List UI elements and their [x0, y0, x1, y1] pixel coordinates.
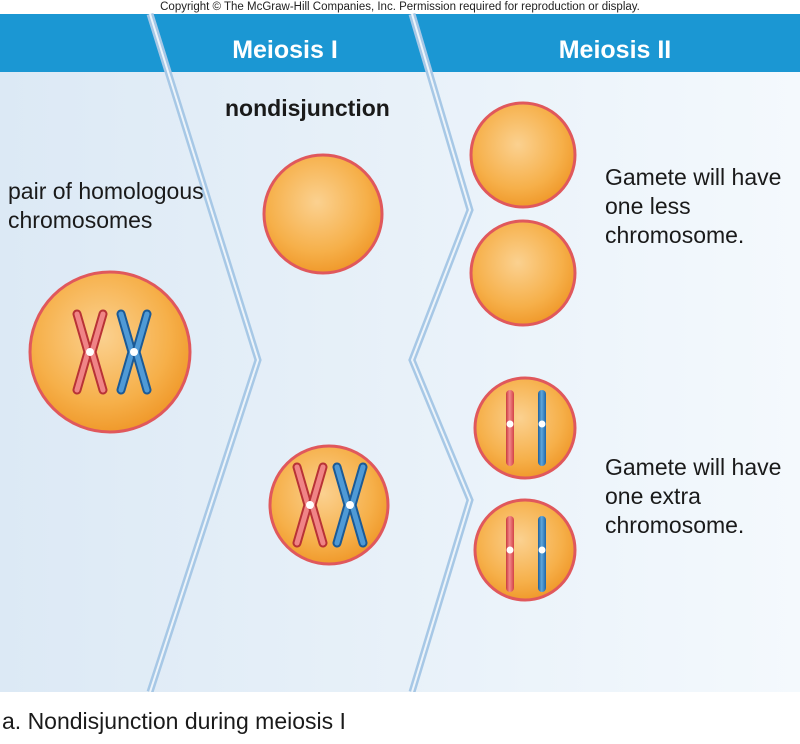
- red-chromatid: [506, 390, 514, 466]
- gamete-less-label: Gamete will have one less chromosome.: [605, 164, 782, 248]
- parent-cell: [28, 270, 192, 434]
- copyright-notice: Copyright © The McGraw-Hill Companies, I…: [160, 1, 640, 13]
- figure-caption: a. Nondisjunction during meiosis I: [2, 708, 346, 734]
- nondisjunction-label: nondisjunction: [225, 95, 390, 121]
- gamete-extra-2: [473, 498, 577, 602]
- daughter-cell-empty: [262, 153, 384, 275]
- header-bar-meiosis1: [150, 14, 432, 72]
- header-bar-meiosis2: [412, 14, 800, 72]
- gamete-extra-1: [473, 376, 577, 480]
- header-bar-left: [0, 14, 170, 72]
- gamete-empty-2: [469, 219, 577, 327]
- gamete-empty-1: [469, 101, 577, 209]
- meiosis-ii-header: Meiosis II: [558, 36, 672, 64]
- meiosis-i-header: Meiosis I: [232, 36, 338, 64]
- homologous-pair-label: pair of homologous chromosomes: [8, 178, 204, 233]
- daughter-cell-double: [268, 444, 390, 566]
- blue-chromatid: [538, 390, 546, 466]
- red-chromatid: [506, 516, 514, 592]
- gamete-extra-label: Gamete will have one extra chromosome.: [605, 454, 782, 538]
- blue-chromatid: [538, 516, 546, 592]
